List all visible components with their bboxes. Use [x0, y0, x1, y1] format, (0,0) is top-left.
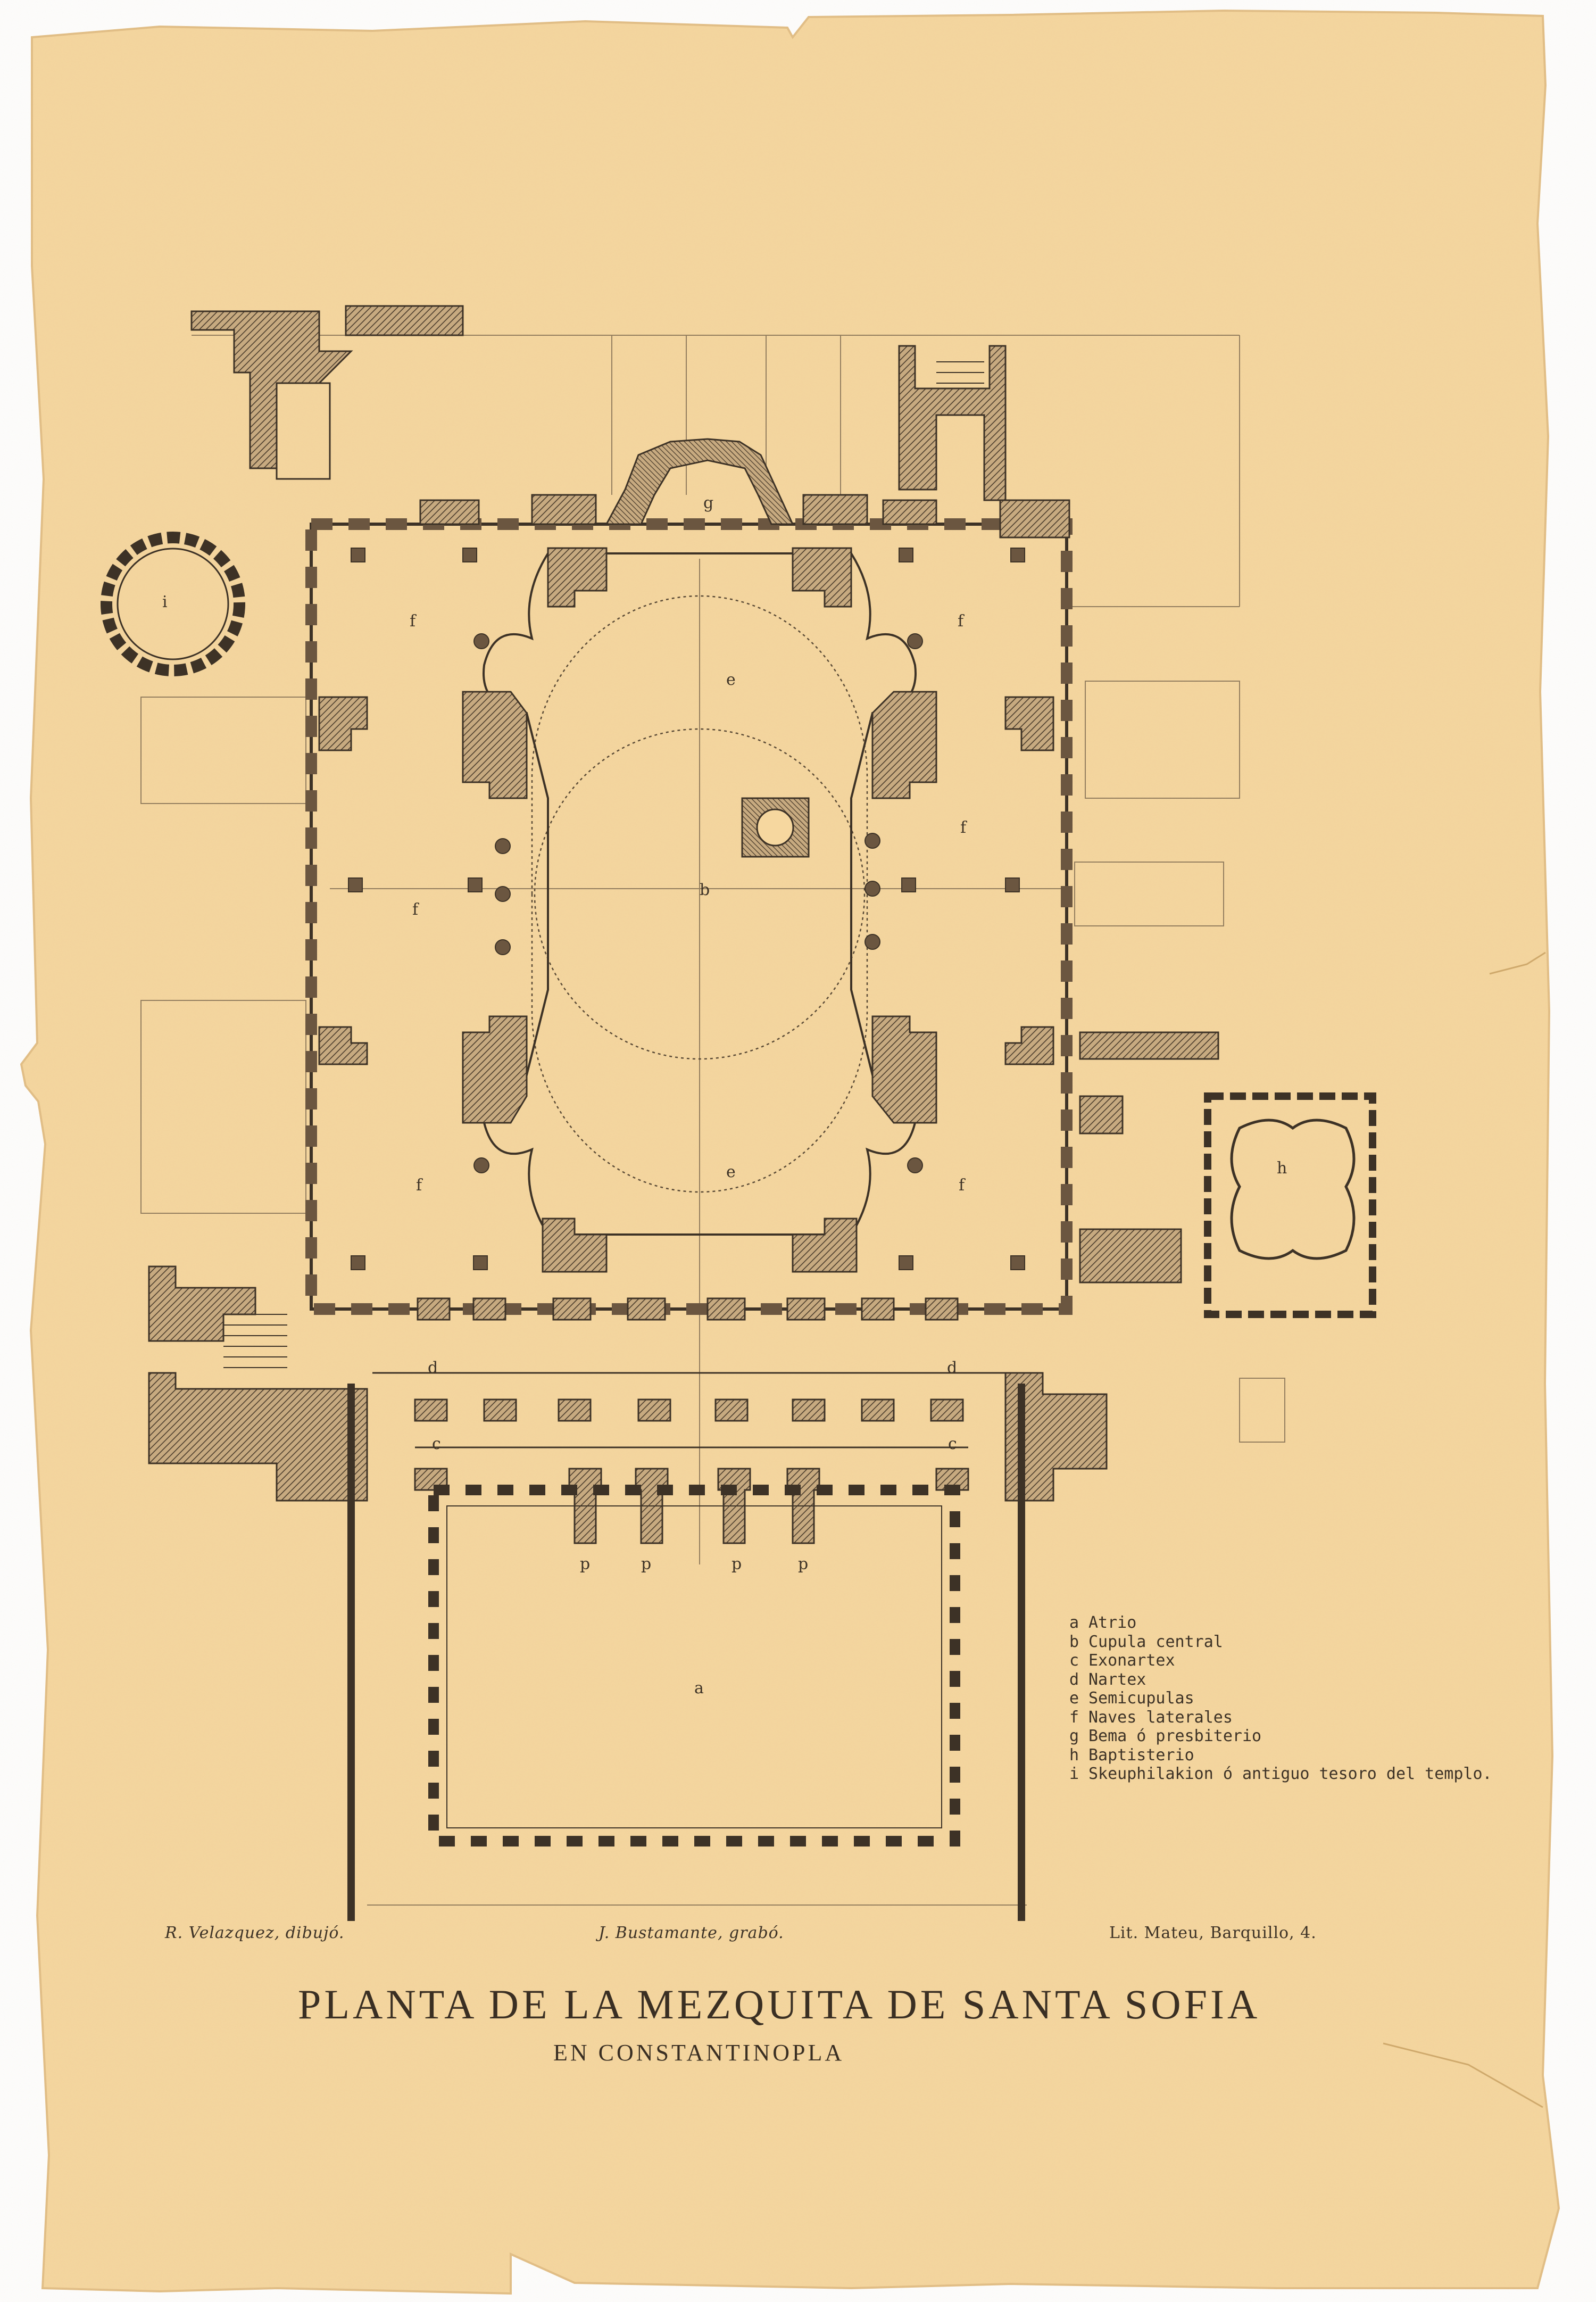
legend-label: Skeuphilakion ó antiguo tesoro del templ…	[1088, 1765, 1492, 1783]
credit-engraved-by: J. Bustamante, grabó.	[598, 1924, 784, 1942]
dome-outline	[531, 595, 868, 1193]
legend-item: d Nartex	[1069, 1670, 1492, 1690]
plan-subtitle: EN CONSTANTINOPLA	[553, 2040, 845, 2066]
credit-printer: Lit. Mateu, Barquillo, 4.	[1109, 1924, 1317, 1942]
label-f: f	[958, 612, 964, 631]
label-f: f	[412, 900, 419, 919]
legend-label: Nartex	[1088, 1670, 1146, 1689]
atrium	[428, 1485, 960, 1846]
legend-key: f	[1069, 1708, 1079, 1727]
label-p: p	[732, 1555, 742, 1574]
label-c: c	[432, 1435, 441, 1453]
label-f: f	[410, 612, 416, 631]
legend-key: a	[1069, 1613, 1079, 1632]
label-p: p	[798, 1555, 809, 1574]
legend-label: Exonartex	[1088, 1651, 1175, 1670]
label-f: f	[416, 1176, 422, 1195]
baptistery	[1204, 1092, 1376, 1318]
legend-key: d	[1069, 1670, 1079, 1689]
legend-label: Cupula central	[1088, 1632, 1223, 1651]
legend-item: e Semicupulas	[1069, 1689, 1492, 1708]
legend-key: g	[1069, 1727, 1079, 1745]
construction-lines	[140, 335, 1285, 1906]
credit-drawn-by: R. Velazquez, dibujó.	[165, 1924, 345, 1942]
legend-item: a Atrio	[1069, 1613, 1492, 1633]
legend-item: c Exonartex	[1069, 1651, 1492, 1670]
legend-label: Semicupulas	[1088, 1689, 1194, 1708]
skeuophylakion	[101, 532, 245, 676]
label-p: p	[641, 1555, 652, 1574]
legend-item: b Cupula central	[1069, 1633, 1492, 1652]
exterior-walls	[305, 518, 1073, 1315]
legend-key: i	[1069, 1765, 1079, 1783]
label-c: c	[948, 1435, 957, 1453]
legend-label: Baptisterio	[1088, 1745, 1194, 1765]
legend-item: f Naves laterales	[1069, 1708, 1492, 1727]
label-b: b	[700, 881, 710, 899]
paper-crease	[1383, 2042, 1543, 2108]
label-d: d	[947, 1359, 958, 1377]
legend-label: Atrio	[1088, 1613, 1137, 1632]
legend-key: h	[1069, 1745, 1079, 1765]
label-d: d	[428, 1359, 438, 1377]
apse-wall	[605, 438, 794, 525]
label-e: e	[726, 670, 736, 689]
stair	[223, 361, 984, 1368]
label-a: a	[694, 1679, 704, 1697]
legend: a Atrio b Cupula central c Exonartex d Narte…	[1069, 1613, 1492, 1784]
legend-item: i Skeuphilakion ó antiguo tesoro del temp…	[1069, 1765, 1492, 1784]
legend-key: c	[1069, 1651, 1079, 1670]
label-e: e	[726, 1163, 736, 1181]
narthex-walls	[347, 1372, 1025, 1921]
legend-item: h Baptisterio	[1069, 1746, 1492, 1765]
label-p: p	[580, 1555, 591, 1574]
legend-label: Naves laterales	[1088, 1708, 1233, 1727]
label-h: h	[1277, 1159, 1287, 1178]
piers	[148, 305, 1219, 1502]
label-f: f	[959, 1176, 965, 1195]
legend-item: g Bema ó presbiterio	[1069, 1727, 1492, 1746]
plan-title: PLANTA DE LA MEZQUITA DE SANTA SOFIA	[298, 1981, 1261, 2027]
columns	[348, 548, 1025, 1270]
legend-key: e	[1069, 1689, 1079, 1708]
label-f: f	[960, 818, 967, 837]
label-g: g	[703, 494, 714, 512]
paper-crease	[1489, 951, 1546, 975]
omphalion	[741, 797, 810, 858]
legend-label: Bema ó presbiterio	[1088, 1727, 1262, 1745]
legend-key: b	[1069, 1632, 1079, 1651]
label-i: i	[162, 593, 168, 611]
